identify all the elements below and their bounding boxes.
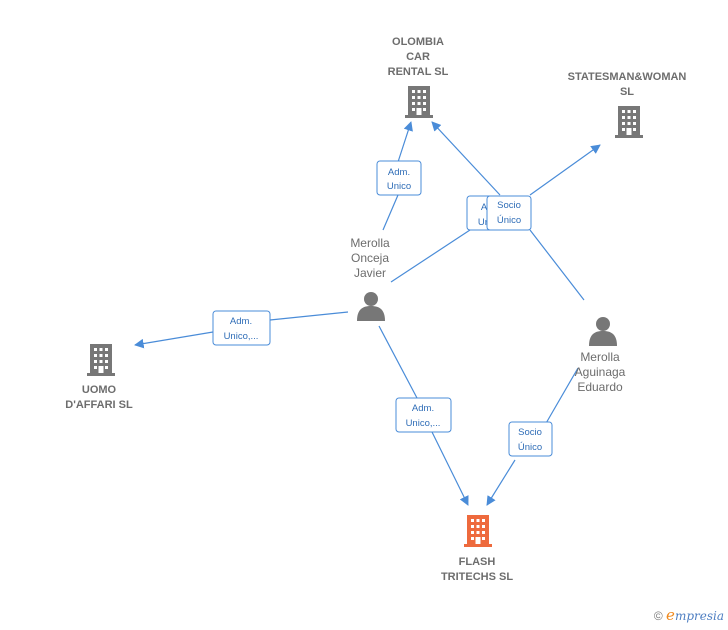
person-icon: [357, 292, 385, 321]
building-icon: [405, 86, 433, 118]
edge-label-javier-flash[interactable]: Adm. Unico,...: [395, 397, 452, 433]
edges: [135, 122, 600, 505]
brand-logo-e: e: [666, 606, 675, 624]
person-name-line: Javier: [354, 266, 386, 280]
company-name-line: OLOMBIA: [392, 36, 444, 48]
edge-label-eduardo-flash[interactable]: Socio Único: [508, 421, 553, 457]
company-name-line: SL: [620, 86, 634, 98]
person-name-line: Merolla: [580, 350, 620, 364]
edge-label-line: Unico,...: [406, 418, 441, 429]
edge-line-eduardo-olombia: [432, 122, 585, 301]
building-icon: [87, 344, 115, 376]
person-name-line: Aguinaga: [575, 365, 626, 379]
edge-label-line: A: [481, 202, 488, 213]
copyright-symbol: ©: [653, 609, 663, 623]
edge-label-line: Un: [478, 217, 490, 228]
edge-label-javier-olombia[interactable]: Adm. Unico: [376, 160, 422, 196]
edge-label-line: Adm.: [412, 403, 434, 414]
edge-label-line: Unico,...: [224, 331, 259, 342]
company-name-line: FLASH: [459, 556, 496, 568]
edge-line-javier-olombia: [382, 122, 411, 231]
edge-line-javier-flash: [378, 325, 468, 505]
company-node-uomo[interactable]: UOMO D'AFFARI SL: [65, 344, 133, 411]
edge-line-javier-uomo: [135, 311, 349, 345]
person-name-line: Onceja: [351, 251, 389, 265]
person-node-eduardo[interactable]: Merolla Aguinaga Eduardo: [575, 317, 626, 394]
edge-line-eduardo-flash: [487, 367, 579, 505]
company-name-line: RENTAL SL: [388, 66, 449, 78]
building-icon: [615, 106, 643, 138]
edge-line-javier-statesman: [390, 145, 600, 283]
edge-label-line: Único: [497, 215, 521, 226]
edge-label-line: Adm.: [230, 316, 252, 327]
company-name-line: D'AFFARI SL: [65, 399, 133, 411]
edge-label-line: Socio: [497, 200, 521, 211]
building-icon: [464, 515, 492, 547]
person-name-line: Eduardo: [577, 380, 623, 394]
edge-label-javier-uomo[interactable]: Adm. Unico,...: [212, 310, 271, 346]
company-name-line: TRITECHS SL: [441, 571, 513, 583]
company-node-statesman[interactable]: STATESMAN&WOMAN SL: [568, 71, 687, 138]
edge-label-line: Adm.: [388, 167, 410, 178]
person-node-javier[interactable]: Merolla Onceja Javier: [350, 236, 390, 321]
company-name-line: STATESMAN&WOMAN: [568, 71, 687, 83]
person-name-line: Merolla: [350, 236, 390, 250]
brand-logo-text: mpresia: [674, 609, 724, 623]
edge-label-eduardo-olombia[interactable]: Socio Único: [486, 195, 532, 231]
person-icon: [589, 317, 617, 346]
company-node-flash[interactable]: FLASH TRITECHS SL: [441, 515, 513, 583]
company-name-line: UOMO: [82, 384, 117, 396]
company-name-line: CAR: [406, 51, 430, 63]
copyright-footer: © empresia: [654, 606, 724, 624]
edge-label-line: Único: [518, 442, 542, 453]
edge-label-line: Socio: [518, 427, 542, 438]
company-node-olombia[interactable]: OLOMBIA CAR RENTAL SL: [388, 36, 449, 118]
edge-label-line: Unico: [387, 181, 411, 192]
